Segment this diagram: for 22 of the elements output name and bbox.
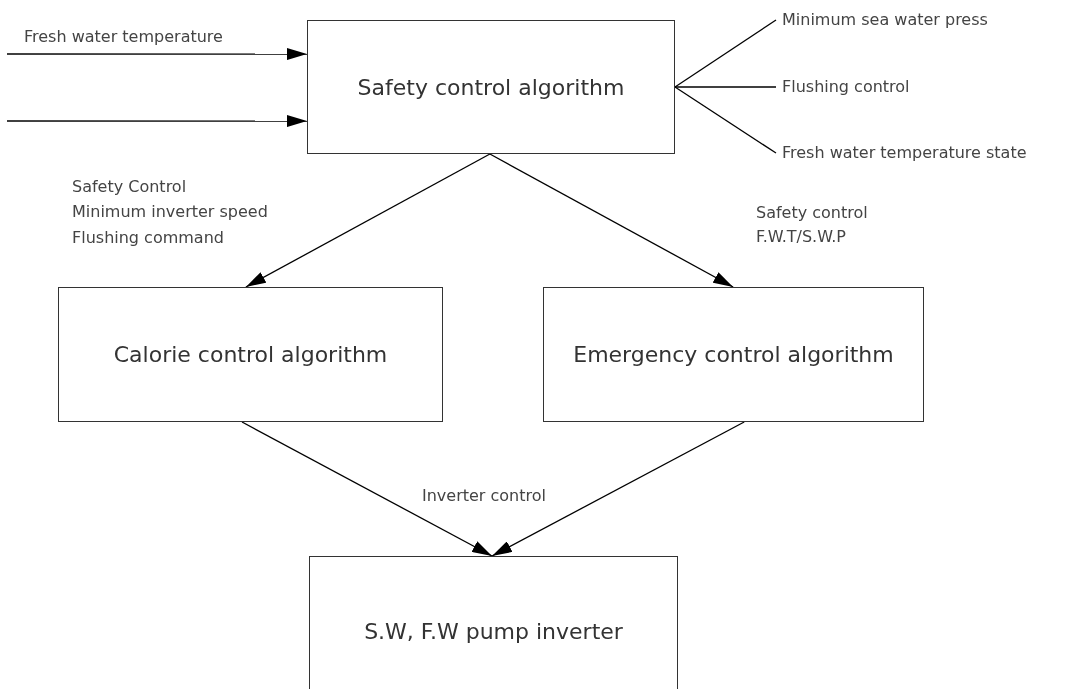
signal-label: Fresh water temperature state <box>776 141 1056 165</box>
arrow <box>489 153 734 288</box>
signal-label: Minimum inverter speed <box>72 201 268 223</box>
process-box: Safety control algorithm <box>307 20 675 154</box>
signal-label: Flushing control <box>776 75 1036 99</box>
arrow <box>241 421 493 557</box>
signal-label: Minimum sea water press <box>776 8 1036 32</box>
signal-label: F.W.T/S.W.P <box>756 226 846 248</box>
arrow <box>245 153 491 288</box>
arrow <box>6 48 308 61</box>
arrow <box>6 115 308 128</box>
signal-label: Safety Control <box>72 176 187 198</box>
signal-label: Safety control <box>756 202 868 224</box>
signal-label: Flushing command <box>72 227 224 249</box>
process-box: Calorie control algorithm <box>58 287 443 422</box>
arrow <box>491 421 745 557</box>
connector-line <box>674 86 777 88</box>
process-box: Emergency control algorithm <box>543 287 924 422</box>
process-box: S.W, F.W pump inverter <box>309 556 678 689</box>
connector-line <box>674 86 777 154</box>
connector-line <box>674 19 777 88</box>
signal-label: Inverter control <box>422 485 546 507</box>
